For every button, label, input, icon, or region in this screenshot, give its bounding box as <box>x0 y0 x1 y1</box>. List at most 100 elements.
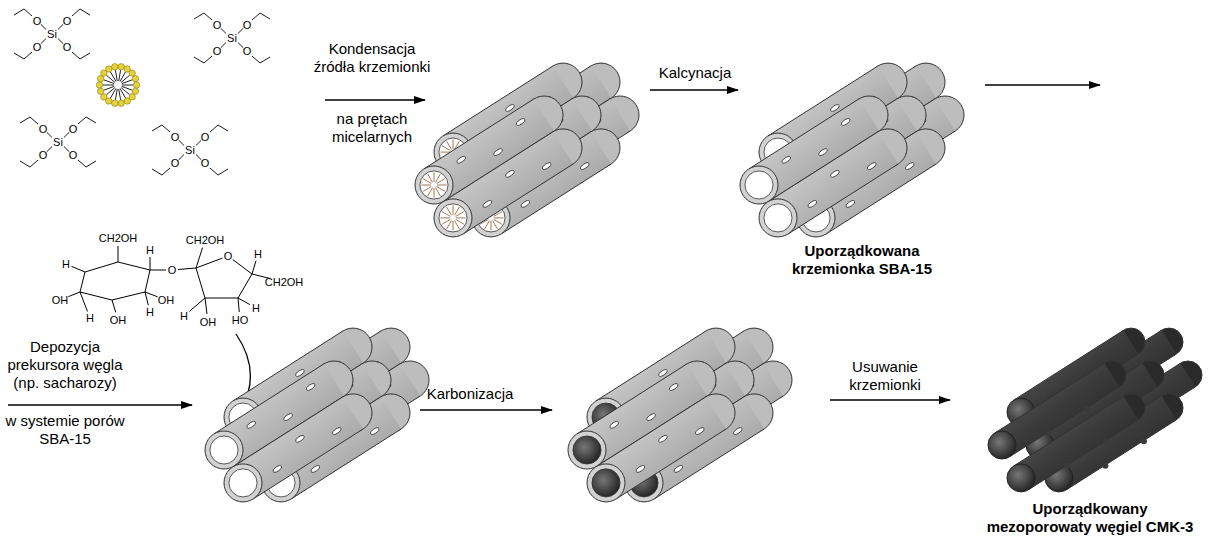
wall-pore <box>646 413 657 422</box>
wall-pore <box>830 169 841 178</box>
bond <box>238 28 243 33</box>
bond <box>58 39 63 44</box>
bond <box>58 24 63 29</box>
bond <box>150 270 166 271</box>
silica-bundle <box>415 63 639 237</box>
wall-pore <box>732 427 743 436</box>
bond <box>80 292 87 311</box>
bond <box>85 262 118 272</box>
silica-bundle <box>205 328 429 502</box>
ethyl-chain <box>194 56 212 63</box>
wall-pore <box>830 103 841 112</box>
stroke <box>253 429 363 499</box>
micelle-chain <box>428 174 433 182</box>
atom-label: O <box>171 157 180 169</box>
surfactant-tail <box>120 72 126 82</box>
bond <box>41 39 46 44</box>
surfactant-tail <box>111 88 117 98</box>
micelle-chain <box>437 179 445 184</box>
atom-label: Si <box>47 28 57 40</box>
atom-label: OH <box>200 316 217 328</box>
micelle-chain <box>455 207 460 215</box>
arrow <box>420 409 552 410</box>
atom-label: O <box>243 19 252 31</box>
surfactant-head <box>112 100 118 106</box>
pore-wall <box>587 464 625 502</box>
surfactant-head <box>106 66 112 72</box>
wall-pore <box>272 464 283 473</box>
step-label: Kalcynacja <box>645 64 745 82</box>
atom-label: O <box>201 157 210 169</box>
atom-label: O <box>69 123 78 135</box>
atom-label: O <box>63 41 72 53</box>
surfactant-head <box>133 82 139 88</box>
ethyl-chain <box>252 56 270 63</box>
micelle-chain <box>453 221 454 231</box>
rod-end <box>988 431 1016 459</box>
atom-label: H <box>86 312 94 324</box>
stroke <box>768 132 878 202</box>
surfactant-tail <box>115 70 117 81</box>
bond <box>238 43 243 48</box>
atom-label: OH <box>110 314 127 326</box>
bond <box>233 260 252 274</box>
silica-bundle <box>740 63 964 237</box>
wall-pore <box>840 117 851 126</box>
bond <box>72 266 85 272</box>
wall-pore <box>845 199 856 208</box>
atom-label: O <box>69 149 78 161</box>
wall-pore <box>295 434 306 443</box>
product-label: Uporządkowany mezoporowaty węgiel CMK-3 <box>984 500 1196 536</box>
surfactant-tail <box>111 72 117 82</box>
pore <box>420 171 448 199</box>
surfactant-head <box>118 100 124 106</box>
wall-pore <box>505 103 516 112</box>
arrow <box>325 99 425 100</box>
bond <box>80 272 85 292</box>
bond <box>112 300 116 312</box>
atom-label: HO <box>232 314 249 326</box>
stroke <box>1029 420 1139 490</box>
step-label: Karbonizacja <box>415 385 525 403</box>
atom-label: O <box>63 15 72 27</box>
micelle-chain <box>453 205 454 215</box>
bond <box>145 292 148 305</box>
bond <box>179 140 184 145</box>
pore-wall <box>759 199 797 237</box>
atom-label: O <box>33 15 42 27</box>
micelle-chain <box>456 219 464 224</box>
micelle-chain <box>423 187 431 192</box>
atom-label: OH <box>52 294 69 306</box>
micelle-chain <box>494 217 504 218</box>
bond <box>41 24 46 29</box>
bond <box>238 298 250 305</box>
arrow <box>8 404 192 405</box>
bond <box>238 298 239 312</box>
wall-pore <box>658 434 669 443</box>
micelle-chain <box>447 207 452 215</box>
rod-bridge <box>1103 438 1109 444</box>
atom-label: Si <box>53 136 63 148</box>
ethyl-chain <box>152 168 170 175</box>
wall-pore <box>456 155 467 164</box>
atom-label: O <box>171 131 180 143</box>
micelle-chain <box>456 217 466 218</box>
arrow <box>985 84 1100 85</box>
pore <box>229 469 257 497</box>
wall-pore <box>283 413 294 422</box>
bond <box>64 132 69 137</box>
rod-bridge <box>1102 463 1108 469</box>
bond <box>196 140 201 145</box>
bond <box>80 292 112 300</box>
stroke <box>788 164 898 234</box>
ethyl-chain <box>210 125 228 132</box>
wall-pore <box>904 162 915 171</box>
micelle-chain <box>455 221 460 229</box>
pore-wall <box>434 199 472 237</box>
arrow <box>650 89 738 90</box>
bond <box>196 258 222 268</box>
atom-label: O <box>213 19 222 31</box>
atom-label: CH2OH <box>186 234 225 246</box>
pore-wall <box>415 166 453 204</box>
wall-pore <box>668 382 679 391</box>
